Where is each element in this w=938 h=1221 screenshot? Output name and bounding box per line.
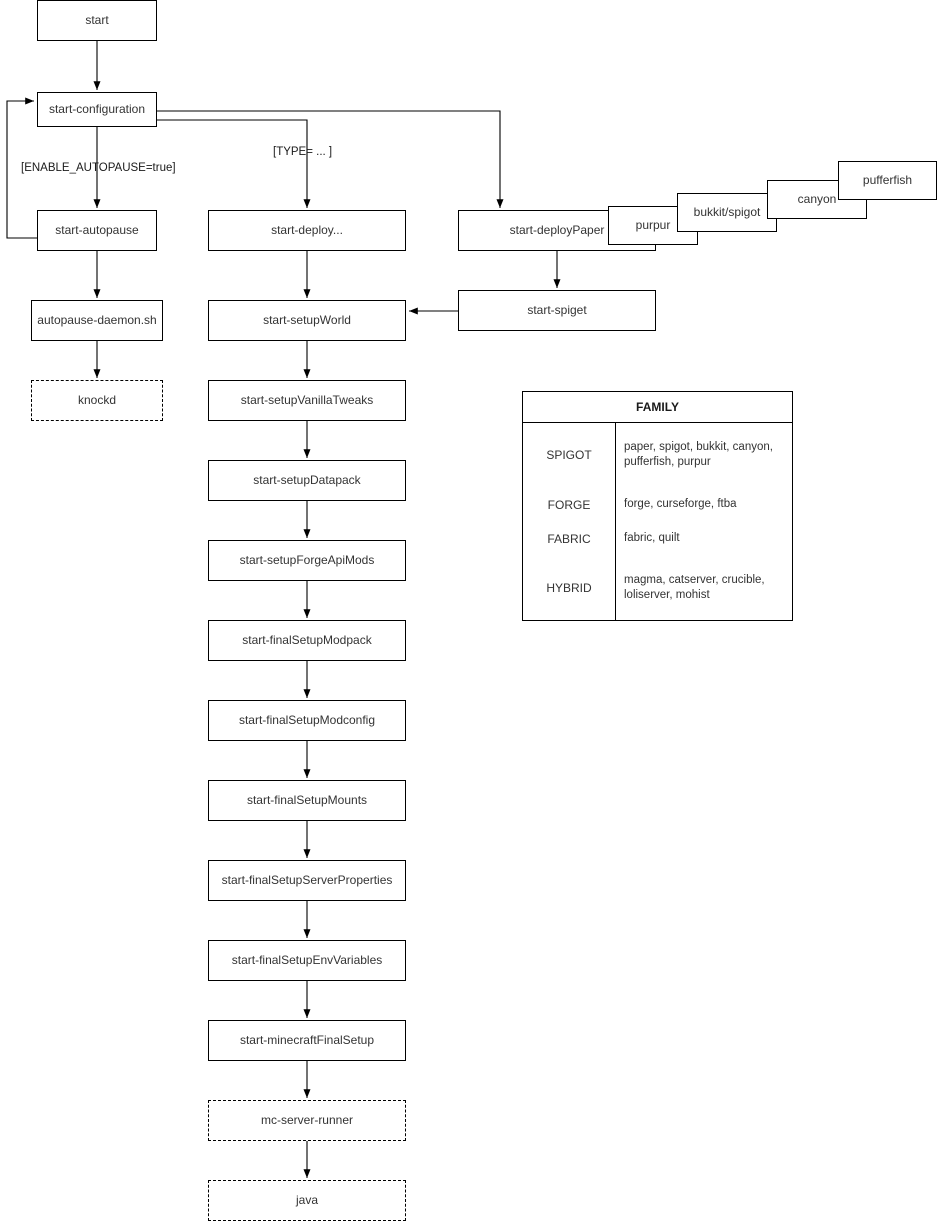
node-start-finalsetupmodconfig[interactable]: start-finalSetupModconfig [208,700,406,741]
family-table-header-row: FAMILY [523,392,792,423]
edge-configuration-to-deployPaper [157,110,504,208]
family-table: FAMILY SPIGOT paper, spigot, bukkit, cany… [523,392,792,620]
family-row-values: paper, spigot, bukkit, canyon, pufferfis… [624,441,773,469]
node-start-finalsetupmounts[interactable]: start-finalSetupMounts [208,780,406,821]
node-start-setupworld[interactable]: start-setupWorld [208,300,406,341]
family-row-key: SPIGOT [523,422,616,488]
node-start-spiget[interactable]: start-spiget [458,290,656,331]
edge-label-type: [TYPE= ... ] [273,146,333,158]
node-start-autopause[interactable]: start-autopause [37,210,157,251]
family-row: FABRIC fabric, quilt [523,521,792,556]
family-row-values: forge, curseforge, ftba [624,498,737,511]
family-row-values: magma, catserver, crucible, loliserver, … [624,573,765,601]
edge-label-enable-autopause: [ENABLE_AUTOPAUSE=true] [21,162,176,174]
node-pufferfish[interactable]: pufferfish [838,161,937,200]
family-row-key: FABRIC [523,521,616,556]
node-mc-server-runner[interactable]: mc-server-runner [208,1100,406,1141]
family-row-values: fabric, quilt [624,532,680,545]
node-start-setupdatapack[interactable]: start-setupDatapack [208,460,406,501]
family-row-key: FORGE [523,487,616,522]
node-start-configuration[interactable]: start-configuration [37,92,157,127]
node-start-setupforgeapimods[interactable]: start-setupForgeApiMods [208,540,406,581]
family-row: SPIGOT paper, spigot, bukkit, canyon, puf… [523,422,792,488]
node-start-deploy[interactable]: start-deploy... [208,210,406,251]
node-bukkit-spigot[interactable]: bukkit/spigot [677,193,777,232]
family-legend: FAMILY SPIGOT paper, spigot, bukkit, cany… [522,391,793,621]
family-table-title: FAMILY [523,392,792,423]
family-row: HYBRID magma, catserver, crucible, lolise… [523,555,792,620]
node-start-finalsetupserverproperties[interactable]: start-finalSetupServerProperties [208,860,406,901]
family-row: FORGE forge, curseforge, ftba [523,487,792,522]
edge-configuration-to-deploy [157,119,311,208]
node-start-finalsetupmodpack[interactable]: start-finalSetupModpack [208,620,406,661]
node-java[interactable]: java [208,1180,406,1221]
node-start-finalsetupenvvariables[interactable]: start-finalSetupEnvVariables [208,940,406,981]
node-autopause-daemon-sh[interactable]: autopause-daemon.sh [31,300,163,341]
family-row-key: HYBRID [523,555,616,620]
node-start[interactable]: start [37,0,157,41]
node-start-minecraftfinalsetup[interactable]: start-minecraftFinalSetup [208,1020,406,1061]
node-knockd[interactable]: knockd [31,380,163,421]
node-start-setupvanillatweaks[interactable]: start-setupVanillaTweaks [208,380,406,421]
